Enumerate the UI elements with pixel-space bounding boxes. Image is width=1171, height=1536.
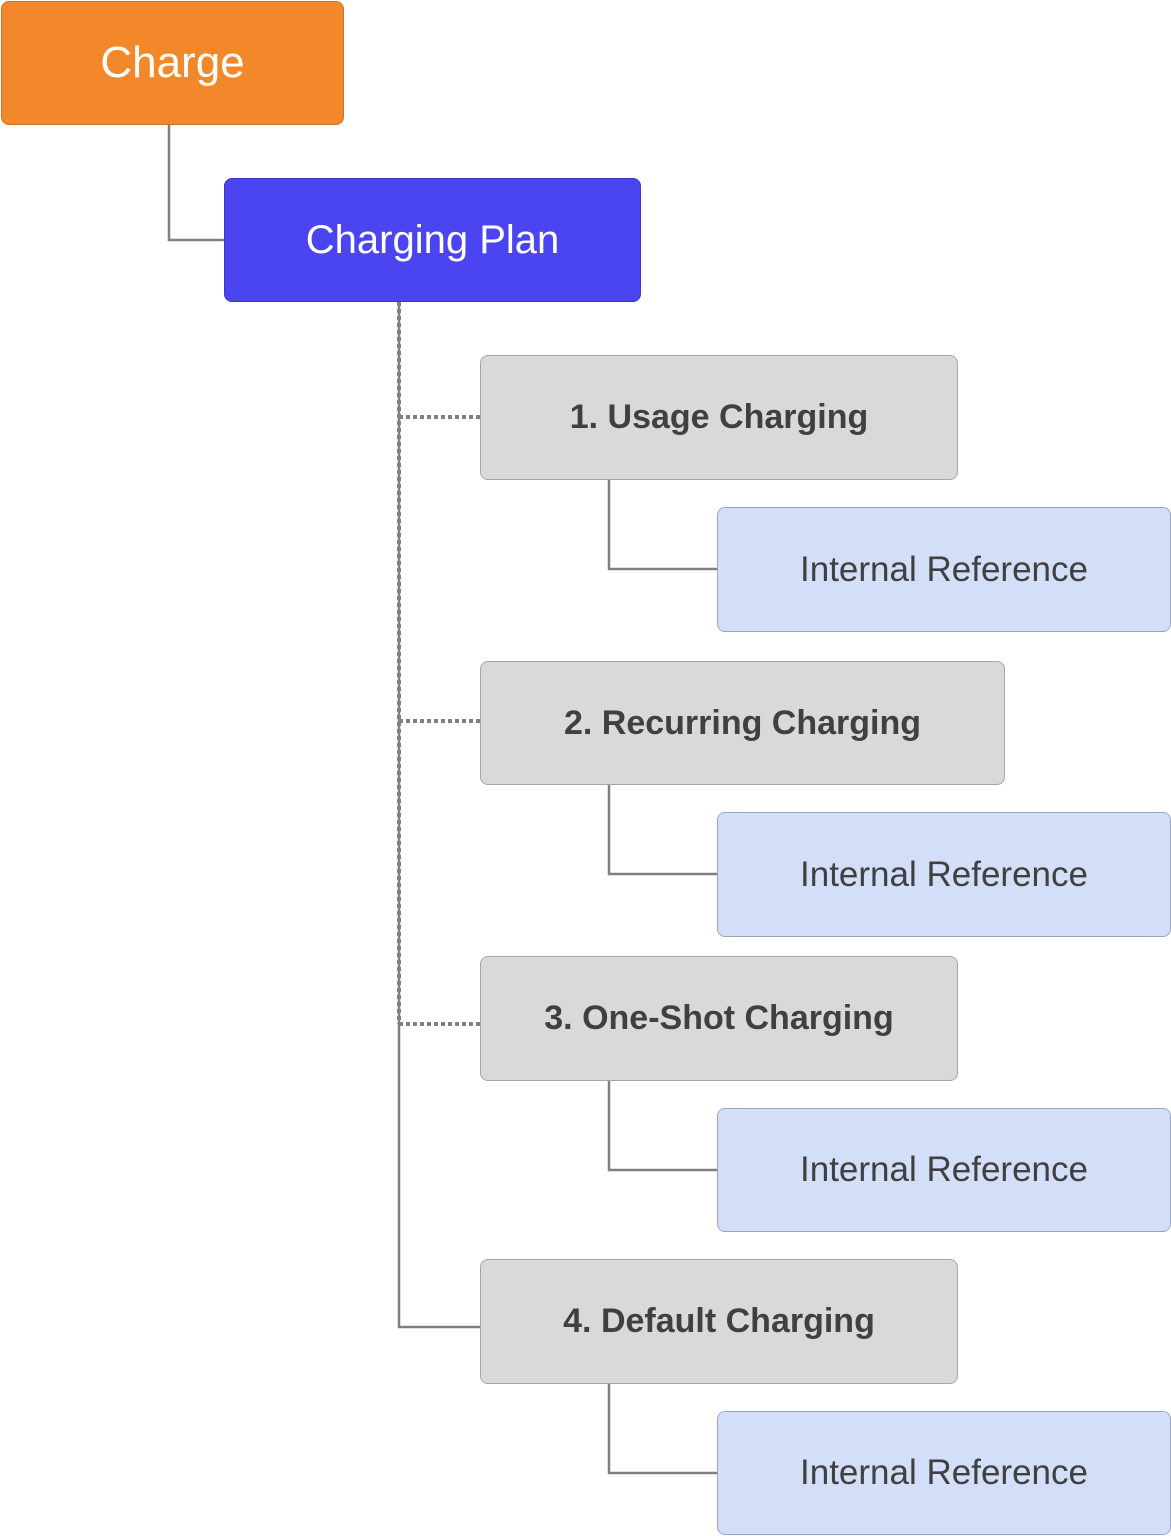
- recurring-charging-node: 2. Recurring Charging: [480, 661, 1005, 785]
- one-shot-charging-node: 3. One-Shot Charging: [480, 956, 958, 1081]
- connector-type-ref-3: [607, 1081, 717, 1172]
- connector-type-ref-2: [607, 785, 717, 876]
- charging-plan-label: Charging Plan: [305, 217, 560, 262]
- internal-reference-label: Internal Reference: [800, 1453, 1088, 1492]
- usage-internal-reference-node: Internal Reference: [717, 507, 1171, 632]
- connector-type-ref-1: [607, 480, 717, 571]
- charge-node: Charge: [1, 1, 344, 125]
- charge-label: Charge: [100, 38, 245, 87]
- connector-root-plan: [167, 125, 224, 242]
- usage-charging-label: 1. Usage Charging: [569, 398, 869, 436]
- internal-reference-label: Internal Reference: [800, 1150, 1088, 1189]
- default-charging-label: 4. Default Charging: [563, 1302, 875, 1340]
- recurring-charging-label: 2. Recurring Charging: [563, 703, 922, 742]
- one-shot-charging-label: 3. One-Shot Charging: [544, 999, 894, 1037]
- one-shot-internal-reference-node: Internal Reference: [717, 1108, 1171, 1232]
- default-charging-node: 4. Default Charging: [480, 1259, 958, 1384]
- recurring-internal-reference-node: Internal Reference: [717, 812, 1171, 937]
- usage-charging-node: 1. Usage Charging: [480, 355, 958, 480]
- internal-reference-label: Internal Reference: [800, 854, 1088, 894]
- connector-type-ref-4: [607, 1384, 717, 1475]
- internal-reference-label: Internal Reference: [800, 549, 1088, 589]
- default-internal-reference-node: Internal Reference: [717, 1411, 1171, 1535]
- charging-plan-node: Charging Plan: [224, 178, 641, 302]
- connector-plan-trunk: [397, 302, 480, 1329]
